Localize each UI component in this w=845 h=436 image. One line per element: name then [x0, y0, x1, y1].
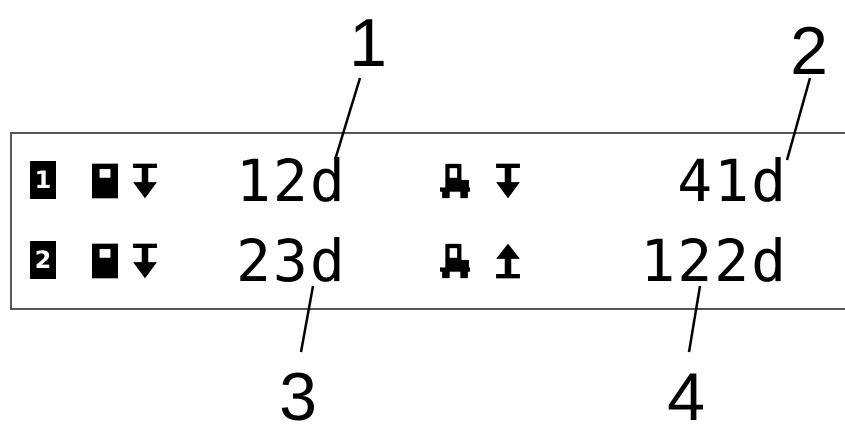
card-icon	[92, 243, 118, 279]
row-index-number: 1	[35, 166, 52, 194]
callout-leader-3	[299, 285, 315, 353]
row-index-badge: 2	[30, 241, 56, 279]
callout-number-2: 2	[790, 13, 828, 89]
callout-leader-2	[785, 77, 812, 161]
display-row-1: 1 12d 41d	[30, 146, 788, 216]
display-frame	[10, 132, 845, 310]
card-value: 23d	[236, 227, 347, 295]
row-index-number: 2	[35, 246, 52, 274]
callout-number-1: 1	[349, 5, 387, 81]
card-value: 12d	[236, 147, 347, 215]
callout-number-4: 4	[667, 359, 705, 435]
vehicle-value: 41d	[677, 147, 788, 215]
vehicle-value: 122d	[640, 227, 788, 295]
card-icon	[92, 163, 118, 199]
callout-number-3: 3	[279, 359, 317, 435]
callout-leader-1	[333, 77, 362, 161]
callout-leader-4	[687, 285, 702, 353]
display-row-2: 2 23d 122d	[30, 226, 788, 296]
row-index-badge: 1	[30, 161, 56, 199]
